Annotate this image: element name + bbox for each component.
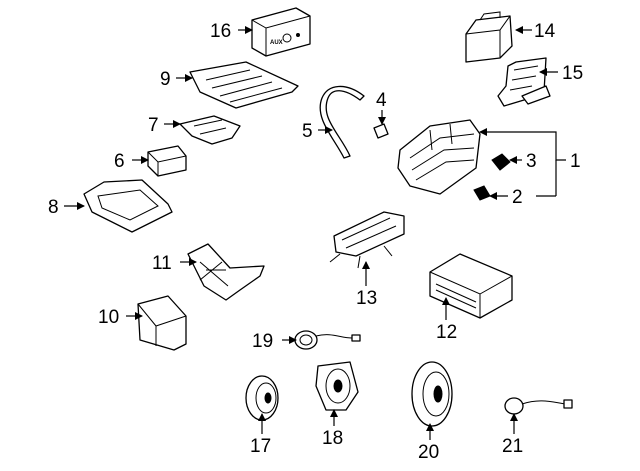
part-5-hose[interactable] [319, 85, 365, 159]
part-4-fitting[interactable] [373, 123, 389, 139]
callout-5: 5 [302, 121, 313, 142]
part-2-knob[interactable] [473, 185, 491, 201]
part-12-cd-changer[interactable] [429, 253, 513, 319]
callout-11: 11 [152, 253, 172, 274]
part-21-tweeter[interactable] [504, 397, 573, 415]
part-19-tweeter[interactable] [294, 330, 361, 350]
leader-1 [479, 128, 566, 161]
callout-15: 15 [562, 63, 583, 84]
callout-19: 19 [252, 331, 273, 352]
callout-16: 16 [210, 21, 231, 42]
callout-8: 8 [48, 197, 59, 218]
callout-13: 13 [356, 288, 377, 309]
part-13-mounting-bracket[interactable] [329, 211, 405, 269]
callout-10: 10 [98, 307, 119, 328]
callout-9: 9 [160, 69, 171, 90]
callout-12: 12 [436, 322, 457, 343]
part-15-bracket[interactable] [497, 57, 551, 107]
aux-label: AUX [270, 40, 283, 46]
callout-18: 18 [322, 428, 343, 449]
callout-4: 4 [376, 90, 387, 111]
callout-14: 14 [534, 21, 556, 42]
part-18-speaker[interactable] [315, 361, 359, 411]
part-8-base-tray[interactable] [83, 179, 173, 233]
part-6-module[interactable] [147, 145, 187, 177]
callout-21: 21 [502, 436, 523, 457]
part-10-module[interactable] [137, 295, 187, 351]
part-3-knob[interactable] [491, 153, 511, 171]
part-14-module[interactable] [465, 11, 513, 63]
part-1-head-unit[interactable] [397, 119, 481, 195]
part-16-aux-input-unit[interactable]: AUX [251, 7, 311, 57]
callout-20: 20 [418, 442, 439, 463]
part-17-speaker[interactable] [245, 375, 279, 421]
callout-17: 17 [250, 436, 271, 457]
callout-6: 6 [114, 151, 125, 172]
part-7-bracket[interactable] [179, 115, 241, 145]
part-9-tray[interactable] [189, 61, 299, 109]
part-11-bracket[interactable] [187, 243, 265, 301]
part-20-speaker[interactable] [411, 361, 453, 427]
callout-7: 7 [148, 115, 159, 136]
callout-1: 1 [570, 151, 581, 172]
callout-numbers: 1 2 3 4 5 6 7 8 9 10 11 12 13 14 15 16 1… [48, 21, 583, 463]
callout-2: 2 [512, 187, 523, 208]
leader-lines [64, 26, 566, 440]
callout-3: 3 [526, 151, 537, 172]
